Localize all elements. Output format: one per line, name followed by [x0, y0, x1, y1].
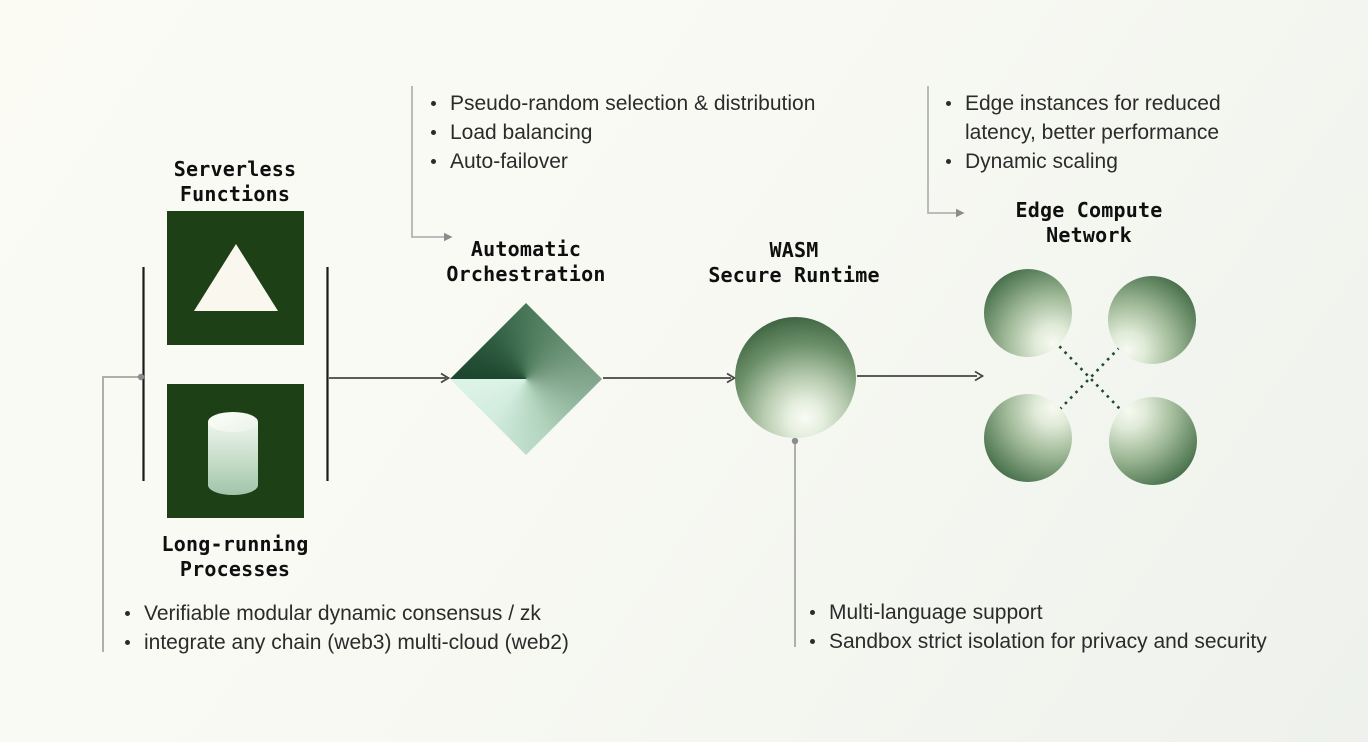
- long-running-processes-title: Long-running Processes: [161, 532, 309, 581]
- cylinder-icon: [208, 412, 258, 495]
- wasm-runtime-circle: [735, 317, 856, 438]
- triangle-icon: [194, 244, 278, 311]
- orchestration-notes-list: Pseudo-random selection & distribution L…: [421, 89, 851, 176]
- automatic-orchestration-title: Automatic Orchestration: [446, 237, 606, 286]
- orchestration-notes-connector: [411, 86, 444, 238]
- list-item: integrate any chain (web3) multi-cloud (…: [115, 628, 595, 657]
- connector-arrow-icon: [444, 232, 453, 242]
- list-item: Multi-language support: [800, 598, 1300, 627]
- list-item: Edge instances for reduced latency, bett…: [936, 89, 1226, 147]
- list-item: Load balancing: [421, 118, 851, 147]
- edge-node-circle-bottom-right: [1109, 397, 1197, 485]
- connector-arrow-icon: [956, 208, 965, 218]
- edge-notes-connector: [927, 86, 956, 214]
- wasm-notes-list: Multi-language support Sandbox strict is…: [800, 598, 1300, 656]
- serverless-functions-title: Serverless Functions: [173, 157, 297, 206]
- edge-network-notes-list: Edge instances for reduced latency, bett…: [936, 89, 1226, 176]
- arrowhead-icon: [726, 372, 737, 384]
- list-item: Verifiable modular dynamic consensus / z…: [115, 599, 595, 628]
- arrowhead-icon: [974, 370, 985, 382]
- arrowhead-icon: [440, 372, 451, 384]
- list-item: Pseudo-random selection & distribution: [421, 89, 851, 118]
- serverless-functions-node: [167, 211, 304, 345]
- connector-dot: [137, 373, 145, 381]
- inputs-notes-connector: [102, 376, 140, 652]
- list-item: Auto-failover: [421, 147, 851, 176]
- inputs-notes-list: Verifiable modular dynamic consensus / z…: [115, 599, 595, 657]
- long-running-processes-node: [167, 384, 304, 518]
- wasm-secure-runtime-title: WASM Secure Runtime: [708, 238, 880, 287]
- edge-compute-network-title: Edge Compute Network: [1015, 198, 1163, 247]
- edge-node-circle-bottom-left: [984, 394, 1072, 482]
- connector-dot: [791, 437, 799, 445]
- list-item: Dynamic scaling: [936, 147, 1226, 176]
- list-item: Sandbox strict isolation for privacy and…: [800, 627, 1300, 656]
- edge-node-circle-top-right: [1108, 276, 1196, 364]
- edge-node-circle-top-left: [984, 269, 1072, 357]
